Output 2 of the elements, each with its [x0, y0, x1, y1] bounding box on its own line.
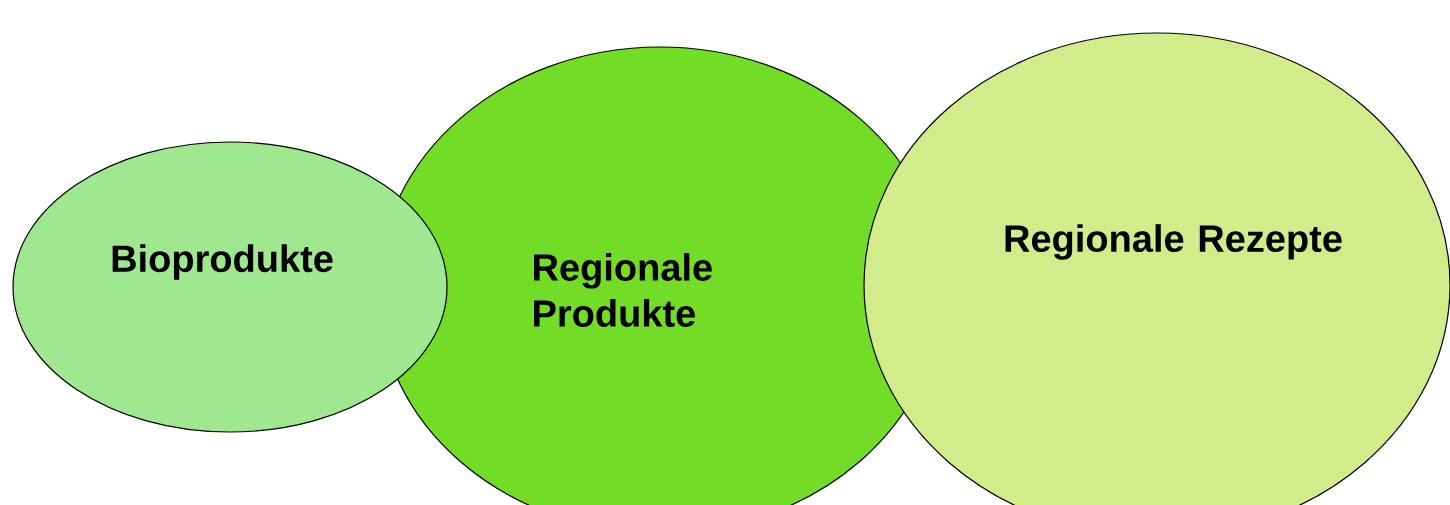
oval: Bioprodukte	[12, 141, 448, 433]
oval: Regionale Rezepte	[863, 32, 1450, 505]
